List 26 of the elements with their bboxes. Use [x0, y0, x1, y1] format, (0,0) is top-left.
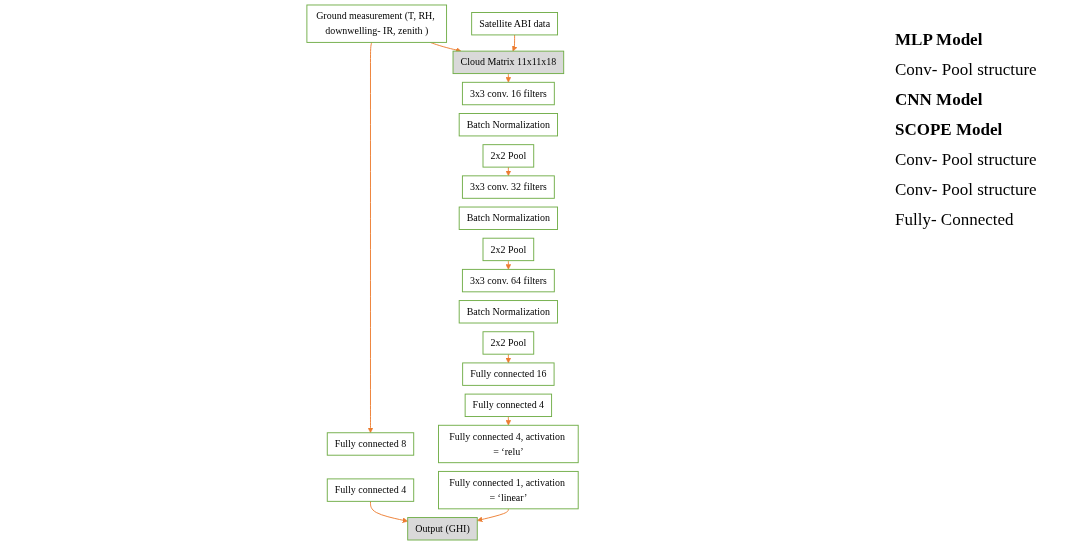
node-box: 3x3 conv. 16 filters [461, 81, 555, 106]
model-label: MLP Model [895, 30, 984, 50]
node-box: Satellite ABI data [471, 12, 558, 36]
node-box: Batch Normalization [458, 300, 558, 324]
node-box: 3x3 conv. 64 filters [461, 268, 555, 293]
node-box: Batch Normalization [458, 206, 558, 230]
node-box: Fully connected 4 [464, 393, 552, 417]
stage-label: Conv- Pool structure [895, 180, 1038, 200]
node-box: Fully connected 1, activation = ‘linear’ [438, 470, 579, 510]
model-label: SCOPE Model [895, 120, 1004, 140]
node-box: Fully connected 4 [326, 478, 415, 502]
stage-label: Fully- Connected [895, 210, 1015, 230]
stage-label: Conv- Pool structure [895, 150, 1038, 170]
node-box: Cloud Matrix 11x11x18 [452, 50, 565, 75]
node-box: 2x2 Pool [482, 144, 535, 168]
node-box: 3x3 conv. 32 filters [461, 175, 555, 199]
node-box: 2x2 Pool [482, 331, 535, 355]
node-box: Output (GHI) [407, 517, 478, 541]
node-box: Fully connected 16 [462, 362, 555, 386]
node-box: Fully connected 4, activation = ‘relu’ [438, 424, 579, 464]
node-box: Fully connected 8 [326, 432, 415, 456]
stage-label: Conv- Pool structure [895, 60, 1038, 80]
node-box: Ground measurement (T, RH, downwelling- IR, zenith ) [306, 4, 447, 43]
node-box: Batch Normalization [458, 113, 558, 137]
model-label: CNN Model [895, 90, 984, 110]
node-box: 2x2 Pool [482, 237, 535, 262]
